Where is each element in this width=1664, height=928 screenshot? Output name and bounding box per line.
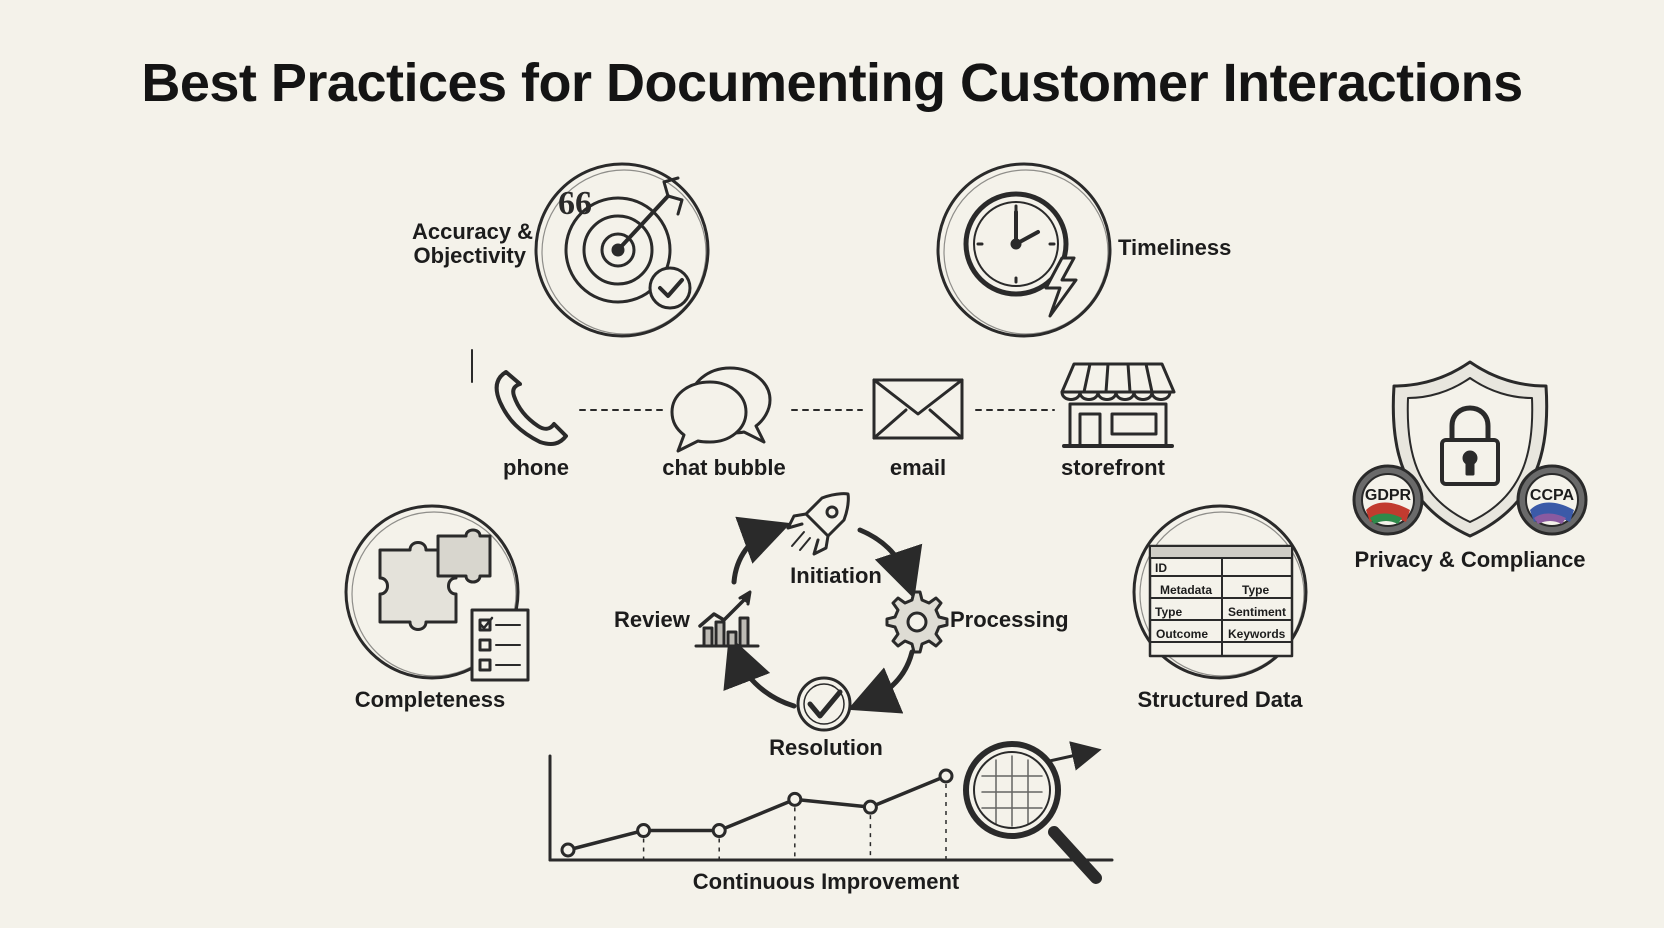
- ccpa-badge: CCPA: [1516, 464, 1588, 536]
- gdpr-label: GDPR: [1365, 487, 1412, 504]
- chart-point: [862, 799, 878, 815]
- table-cell: Metadata: [1160, 583, 1212, 597]
- lifecycle-arrows: [723, 516, 923, 714]
- table-cell: Sentiment: [1228, 605, 1286, 619]
- table-header: ID: [1155, 561, 1167, 575]
- table-cell: Outcome: [1156, 627, 1208, 641]
- check-circle-icon: [796, 676, 852, 732]
- magnifier-icon: [963, 741, 1102, 884]
- cycle-resolution-label: Resolution: [769, 735, 883, 760]
- accuracy-line-2: Objectivity: [413, 243, 526, 269]
- cycle-review-label: Review: [614, 607, 690, 632]
- completeness-label: Completeness: [354, 687, 506, 712]
- page-title: Best Practices for Documenting Customer …: [141, 53, 1523, 113]
- chart-point: [636, 823, 652, 839]
- gdpr-badge: GDPR: [1352, 464, 1424, 536]
- chart-guides: [642, 784, 947, 860]
- cycle-processing-label: Processing: [950, 607, 1069, 632]
- channel-label-phone: phone: [503, 455, 569, 480]
- channel-label-storefront: storefront: [1061, 455, 1165, 480]
- table-cell: Type: [1155, 605, 1182, 619]
- target-icon: 66: [534, 162, 710, 338]
- clock-icon: [936, 162, 1112, 338]
- chart-points: [560, 768, 954, 858]
- accuracy-line-1: Accuracy &: [412, 219, 534, 244]
- chart-point: [560, 842, 576, 858]
- cycle-initiation-label: Initiation: [790, 563, 882, 588]
- table-cell: Type: [1242, 583, 1269, 597]
- structured-data-label: Structured Data: [1137, 687, 1303, 712]
- growth-chart-icon: [694, 590, 760, 648]
- email-icon: [872, 378, 964, 440]
- privacy-compliance-label: Privacy & Compliance: [1354, 547, 1586, 572]
- rocket-icon: [786, 492, 850, 556]
- chart-point: [787, 791, 803, 807]
- chat-bubble-icon: [670, 366, 772, 453]
- ccpa-label: CCPA: [1530, 487, 1575, 504]
- data-table-icon: [1132, 504, 1308, 680]
- chart-point: [711, 823, 727, 839]
- timeliness-label: Timeliness: [1118, 235, 1232, 260]
- svg-text:66: 66: [558, 185, 592, 222]
- storefront-icon: [1060, 362, 1176, 448]
- table-cell: Keywords: [1228, 627, 1286, 641]
- chart-point: [938, 768, 954, 784]
- channel-label-email: email: [889, 455, 947, 480]
- phone-icon: [494, 370, 568, 446]
- chart-line: [566, 774, 948, 852]
- shield-lock-icon: [1391, 360, 1549, 538]
- puzzle-icon: [344, 504, 530, 682]
- continuous-improvement-label: Continuous Improvement: [692, 869, 960, 894]
- accuracy-objectivity-label: Accuracy & Objectivity: [412, 219, 534, 269]
- channel-label-chat: chat bubble: [662, 455, 786, 480]
- gear-icon: [885, 590, 949, 654]
